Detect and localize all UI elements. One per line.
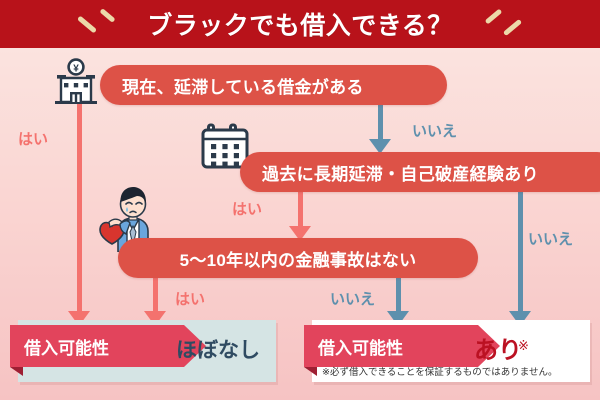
question-text-q2: 過去に長期延滞・自己破産経験あり xyxy=(262,164,539,184)
connector-q2-yes-arrowhead xyxy=(289,226,311,241)
connector-q2-yes-line xyxy=(298,190,303,228)
connector-q3-yes-line xyxy=(153,276,158,313)
result-tag-label-yes: 借入可能性 xyxy=(318,338,403,358)
result-value-low: ほぼなし xyxy=(176,339,260,362)
branch-label-q3-no: いいえ xyxy=(330,291,376,308)
question-text-q1: 現在、延滞している借金がある xyxy=(122,77,364,97)
result-box-yes: 借入可能性 あり ※ ※必ず借入できることを保証するものではありません。 xyxy=(304,320,590,382)
result-note-yes: ※必ず借入できることを保証するものではありません。 xyxy=(322,367,558,378)
connector-q1-yes-line xyxy=(77,103,82,313)
branch-label-q2-no: いいえ xyxy=(528,231,574,248)
branch-label-q1-no: いいえ xyxy=(412,123,458,140)
question-text-q3: 5～10年以内の金融事故はない xyxy=(179,250,417,270)
question-box-q1: 現在、延滞している借金がある xyxy=(100,65,447,105)
result-tag-fold-low xyxy=(10,367,23,376)
page-title: ブラックでも借入できる？ xyxy=(147,12,453,40)
svg-text:¥: ¥ xyxy=(73,64,79,75)
branch-label-q1-yes: はい xyxy=(18,131,49,148)
decorative-dash-icon xyxy=(502,18,523,37)
result-value-mark-yes: ※ xyxy=(518,338,529,353)
connector-q1-no-line xyxy=(378,103,383,141)
result-tag-low: 借入可能性 xyxy=(10,325,206,367)
decorative-dash-icon xyxy=(76,15,98,34)
question-box-q3: 5～10年以内の金融事故はない xyxy=(118,238,478,278)
result-box-low: 借入可能性 ほぼなし xyxy=(10,320,276,382)
connector-q2-no-line xyxy=(518,190,523,313)
decorative-dash-icon xyxy=(99,8,116,23)
connector-q3-no-line xyxy=(396,276,401,313)
result-tag-yes: 借入可能性 xyxy=(304,325,500,367)
branch-label-q2-yes: はい xyxy=(232,201,263,218)
connector-q1-no-arrowhead xyxy=(369,139,391,154)
question-box-q2: 過去に長期延滞・自己破産経験あり xyxy=(240,152,600,192)
calendar-icon xyxy=(199,121,251,171)
header-banner: ブラックでも借入できる？ xyxy=(0,0,600,48)
bank-icon: ¥ xyxy=(52,58,100,104)
result-tag-label-low: 借入可能性 xyxy=(24,338,109,358)
branch-label-q3-yes: はい xyxy=(175,291,206,308)
result-value-yes: あり xyxy=(474,337,522,364)
result-tag-fold-yes xyxy=(304,367,317,376)
decorative-dash-icon xyxy=(484,8,503,25)
